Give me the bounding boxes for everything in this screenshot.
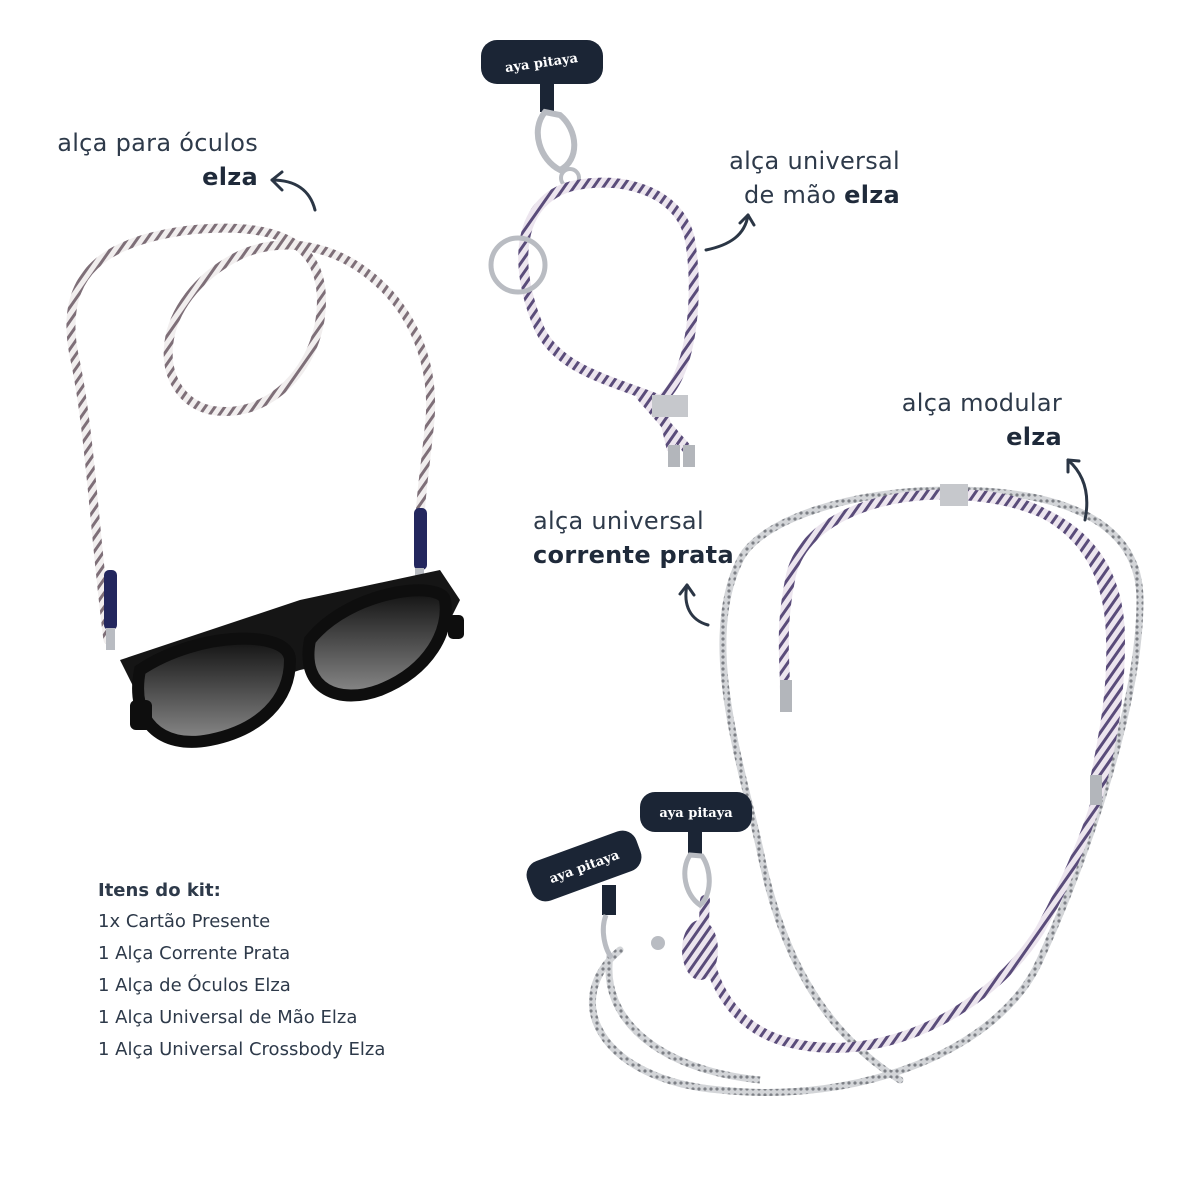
arrow-oculos (270, 170, 317, 212)
caption-corrente-line1: alça universal (533, 507, 704, 535)
caption-modular: alça modular elza (860, 386, 1062, 454)
glasses-strap (66, 223, 436, 650)
kit-item: 1 Alça Corrente Prata (98, 943, 291, 964)
caption-corrente: alça universal corrente prata (533, 504, 734, 572)
strap-knot (682, 920, 718, 980)
navy-sleeve-left (104, 570, 117, 630)
arrow-modular (1066, 458, 1089, 522)
modular-strap (682, 484, 1126, 1053)
key-ring (488, 235, 548, 295)
caption-modular-bold: elza (1006, 423, 1062, 451)
caption-corrente-bold: corrente prata (533, 541, 734, 569)
brand-tag-bottom-right: aya pitaya (640, 792, 752, 909)
caption-mao-line1: alça universal (729, 147, 900, 175)
metal-slider (652, 395, 688, 417)
caption-oculos-line1: alça para óculos (57, 129, 258, 157)
svg-text:aya pitaya: aya pitaya (659, 806, 733, 821)
caption-oculos-bold: elza (202, 163, 258, 191)
arrow-corrente (678, 583, 710, 627)
caption-mao-bold: elza (844, 181, 900, 209)
caption-oculos: alça para óculos elza (40, 126, 258, 194)
right-lens (302, 584, 452, 702)
caption-mao: alça universal de mão elza (700, 144, 900, 212)
sunglasses (120, 570, 464, 748)
modular-slider (940, 484, 968, 506)
wrist-strap: aya pitaya (481, 40, 699, 467)
kit-item: 1 Alça Universal de Mão Elza (98, 1007, 358, 1028)
kit-title: Itens do kit: (98, 880, 221, 901)
caption-mao-prefix: de mão (743, 181, 845, 209)
silver-chain (589, 486, 1144, 1096)
brand-tag-top (481, 40, 603, 84)
left-lens (132, 632, 297, 748)
arrow-mao (704, 213, 756, 252)
kit-item: 1 Alça de Óculos Elza (98, 975, 291, 996)
kit-item: 1 Alça Universal Crossbody Elza (98, 1039, 386, 1060)
navy-sleeve-right (414, 508, 427, 570)
kit-item: 1x Cartão Presente (98, 911, 271, 932)
brand-tag-bottom-left: aya pitaya (526, 830, 665, 960)
caption-modular-line1: alça modular (901, 389, 1062, 417)
kit-list: Itens do kit: 1x Cartão Presente 1 Alça … (98, 880, 385, 1071)
